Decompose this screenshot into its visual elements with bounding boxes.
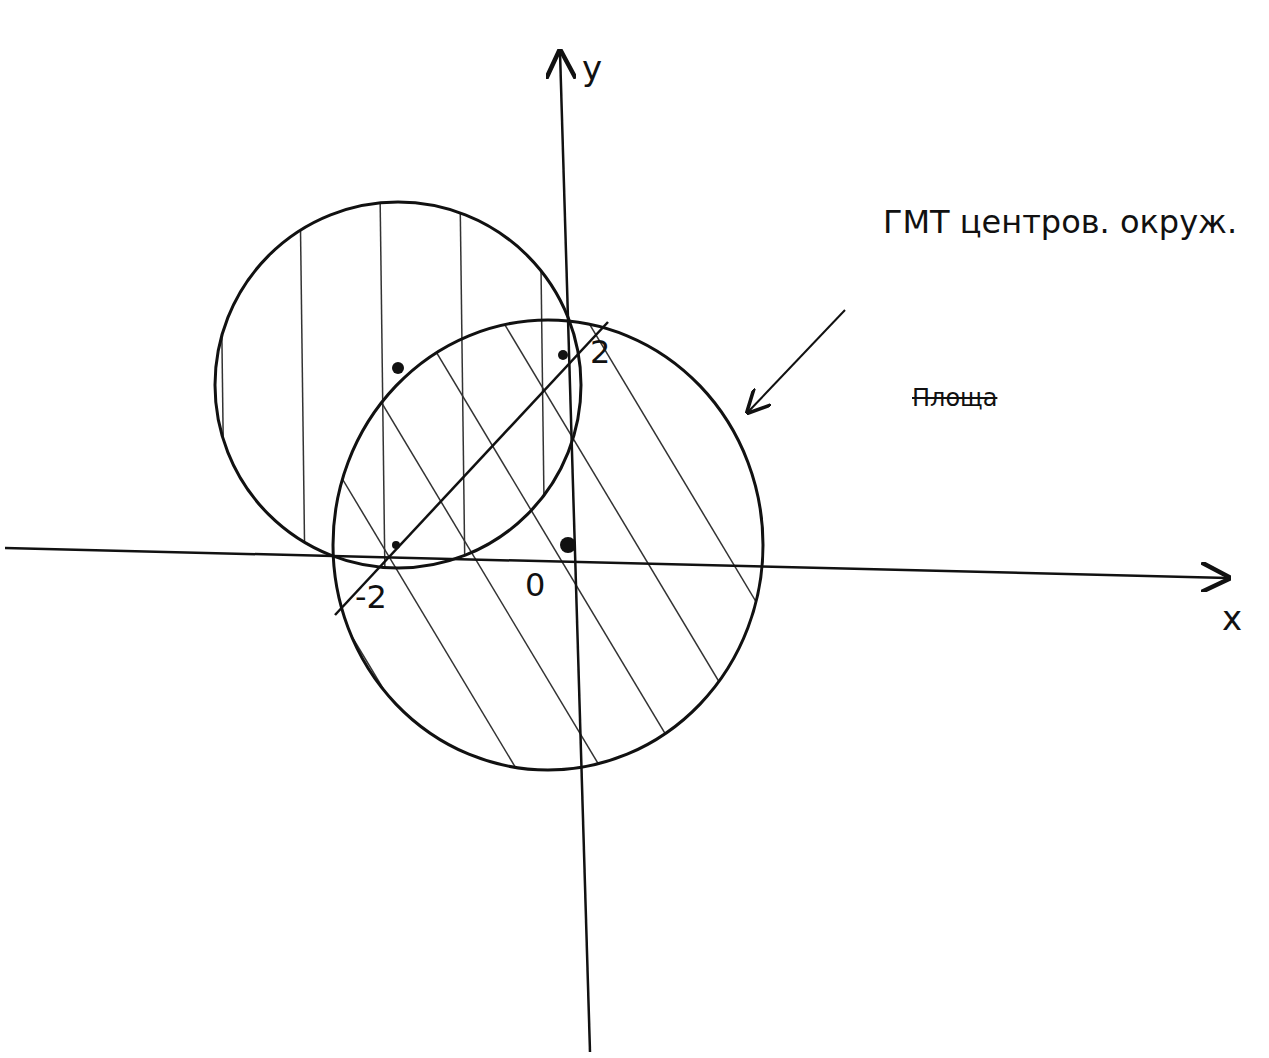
hatch-line bbox=[300, 190, 305, 580]
hatch-line bbox=[235, 300, 535, 800]
hatch-line bbox=[915, 300, 1215, 800]
axis-label: x bbox=[1222, 600, 1242, 637]
hatch-line bbox=[745, 300, 1045, 800]
axis-label: y bbox=[582, 50, 602, 87]
axis-label: 2 bbox=[590, 335, 610, 370]
hatch-line bbox=[1000, 300, 1269, 800]
struck-word: Площа bbox=[912, 385, 997, 411]
hatch-line bbox=[660, 300, 960, 800]
hatch-line bbox=[220, 190, 225, 580]
leader-arrow bbox=[748, 310, 845, 412]
hatch-line bbox=[405, 300, 705, 800]
hatch-line bbox=[490, 300, 790, 800]
point bbox=[392, 541, 400, 549]
hatch-line bbox=[575, 300, 875, 800]
segment bbox=[335, 322, 608, 615]
hatch-line bbox=[830, 300, 1130, 800]
axis-label: 0 bbox=[525, 568, 545, 603]
origin-dot bbox=[560, 537, 576, 553]
x-axis bbox=[5, 548, 1228, 578]
axis-label: -2 bbox=[355, 580, 387, 615]
annotation-note: ГМТ центров. окруж. bbox=[870, 205, 1250, 240]
y-axis bbox=[560, 52, 590, 1052]
vertical-hatching bbox=[220, 190, 545, 580]
hatch-line bbox=[460, 190, 465, 580]
circle-right bbox=[333, 320, 763, 770]
point bbox=[558, 350, 568, 360]
center-dot bbox=[392, 362, 404, 374]
hatch-line bbox=[380, 190, 385, 580]
